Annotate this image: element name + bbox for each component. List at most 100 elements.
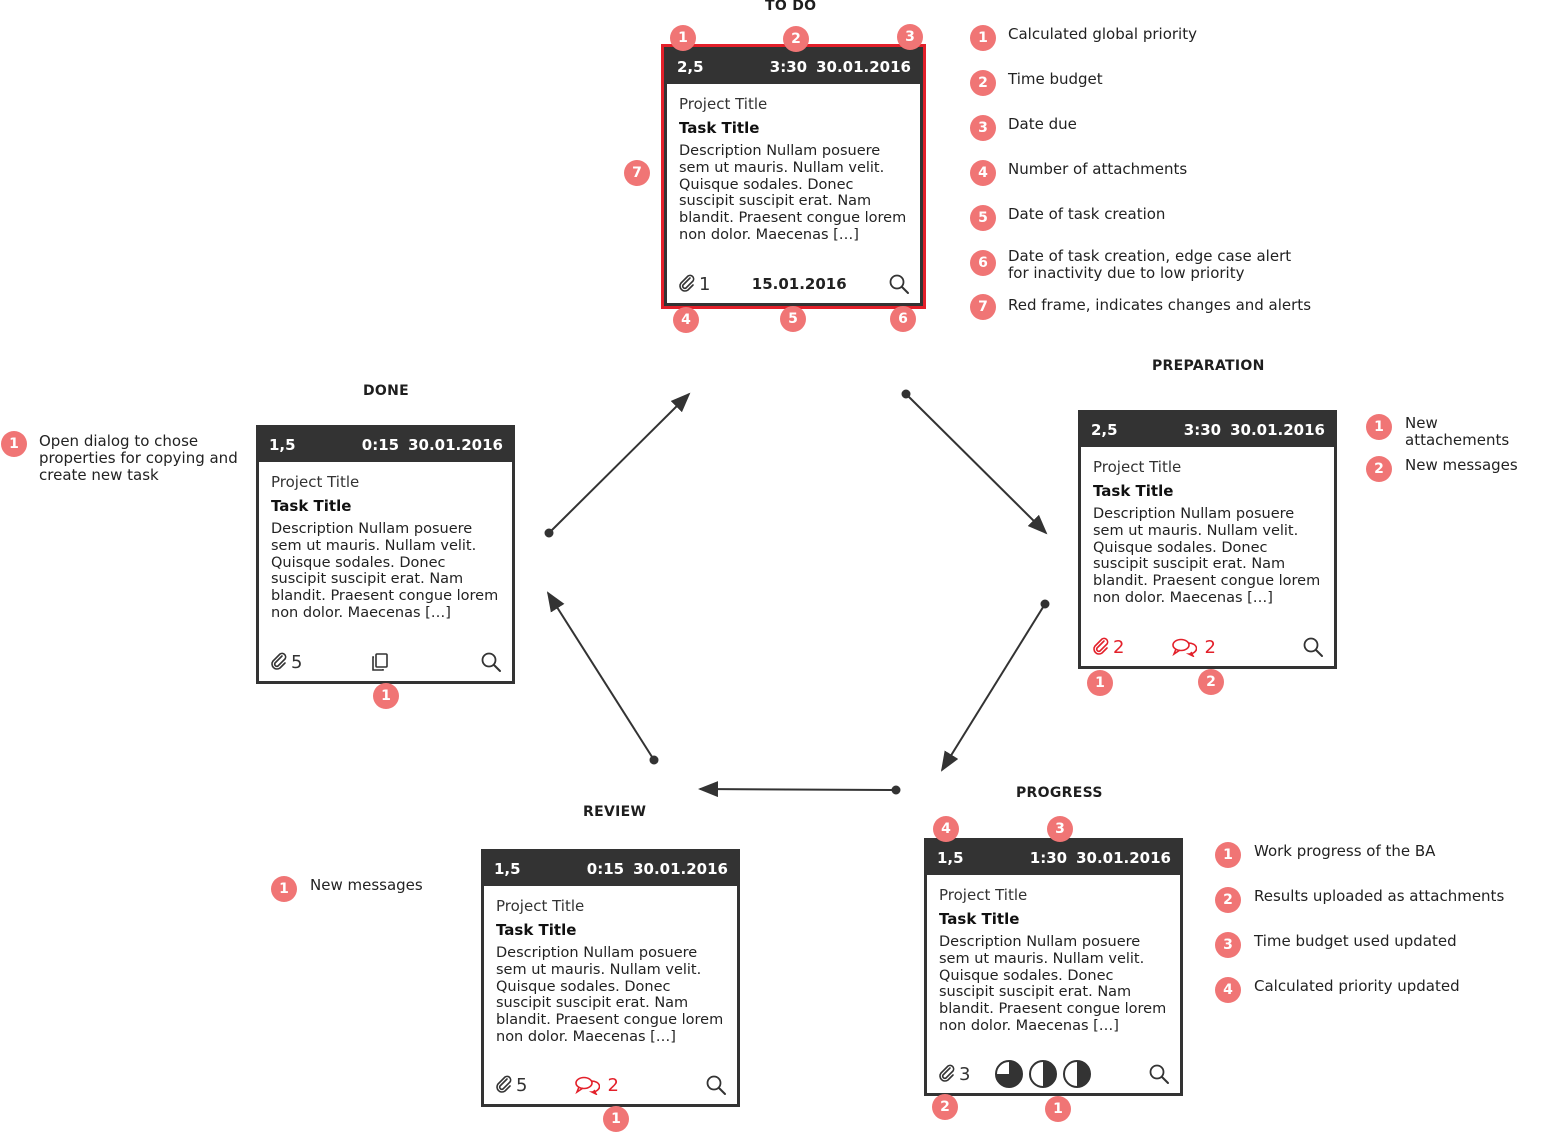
- arrow-preparation-to-progress: [940, 603, 1046, 772]
- project-title: Project Title: [271, 473, 360, 491]
- badge-todo-frame: 7: [624, 160, 650, 186]
- legend-badge: 1: [271, 876, 297, 902]
- task-description: Description Nullam posuere sem ut mauris…: [1093, 506, 1321, 606]
- task-card-preparation[interactable]: 2,5 3:30 30.01.2016 Project Title Task T…: [1078, 410, 1337, 669]
- attachments-button[interactable]: 5: [269, 652, 302, 673]
- project-title: Project Title: [1093, 458, 1182, 476]
- task-description: Description Nullam posuere sem ut mauris…: [679, 143, 907, 243]
- attachments-button[interactable]: 1: [677, 274, 710, 295]
- badge-todo-search: 6: [890, 306, 916, 332]
- search-icon[interactable]: [480, 651, 502, 673]
- attachment-count: 1: [699, 273, 711, 295]
- arrow-todo-to-preparation: [905, 393, 1048, 535]
- progress-pie-fill: [1077, 1061, 1091, 1087]
- arrow-progress-to-review: [698, 781, 897, 798]
- priority-value: 1,5: [494, 860, 521, 878]
- due-date: 30.01.2016: [633, 860, 728, 878]
- copy-icon[interactable]: [369, 651, 391, 673]
- badge-todo-attachments: 4: [673, 307, 699, 333]
- legend-text: Calculated priority updated: [1254, 977, 1460, 995]
- legend-text: Date of task creation, edge case alert f…: [1008, 247, 1292, 282]
- section-title-done: DONE: [363, 383, 410, 399]
- attachments-button[interactable]: 3: [937, 1064, 970, 1085]
- task-title: Task Title: [1093, 482, 1174, 500]
- messages-button[interactable]: 2: [1171, 637, 1216, 658]
- due-date: 30.01.2016: [1076, 849, 1171, 867]
- legend-badge: 4: [970, 160, 996, 186]
- project-title: Project Title: [939, 886, 1028, 904]
- arrow-review-to-done: [546, 591, 655, 761]
- badge-progress-work: 1: [1045, 1096, 1071, 1122]
- search-icon[interactable]: [1302, 636, 1324, 658]
- badge-progress-budget: 3: [1047, 816, 1073, 842]
- progress-pie-fill: [996, 1061, 1023, 1087]
- creation-date: 15.01.2016: [751, 275, 847, 293]
- message-count: 2: [1204, 636, 1216, 658]
- card-header: 1,5 0:15 30.01.2016: [484, 852, 737, 886]
- search-icon[interactable]: [1148, 1063, 1170, 1085]
- task-card-review[interactable]: 1,5 0:15 30.01.2016 Project Title Task T…: [481, 849, 740, 1107]
- project-title: Project Title: [679, 95, 768, 113]
- legend-badge: 2: [970, 70, 996, 96]
- legend-text: Calculated global priority: [1008, 25, 1197, 43]
- message-count: 2: [607, 1074, 619, 1096]
- task-card-progress[interactable]: 1,5 1:30 30.01.2016 Project Title Task T…: [924, 838, 1183, 1096]
- badge-progress-attachments: 2: [932, 1094, 958, 1120]
- task-card-todo[interactable]: 2,5 3:30 30.01.2016 Project Title Task T…: [661, 44, 926, 309]
- arrow-done-to-todo: [548, 392, 691, 534]
- priority-value: 2,5: [677, 58, 704, 76]
- search-icon[interactable]: [888, 273, 910, 295]
- paperclip-icon: [1093, 637, 1109, 655]
- search-icon[interactable]: [705, 1074, 727, 1096]
- chat-bubbles-icon: [1171, 638, 1197, 657]
- legend-text: New messages: [310, 876, 423, 894]
- attachments-button[interactable]: 2: [1091, 637, 1124, 658]
- section-title-preparation: PREPARATION: [1152, 358, 1265, 374]
- legend-badge: 2: [1215, 887, 1241, 913]
- legend-badge: 3: [970, 115, 996, 141]
- legend-text: Date due: [1008, 115, 1077, 133]
- progress-pie-fill: [1043, 1061, 1057, 1087]
- progress-pie-icon: [995, 1060, 1024, 1088]
- legend-text: Time budget: [1008, 70, 1103, 88]
- attachment-count: 5: [291, 651, 303, 673]
- section-title-review: REVIEW: [583, 804, 647, 820]
- card-header: 1,5 1:30 30.01.2016: [927, 841, 1180, 875]
- task-title: Task Title: [939, 910, 1020, 928]
- legend-badge: 1: [1215, 842, 1241, 868]
- task-title: Task Title: [496, 921, 577, 939]
- legend-badge: 6: [970, 250, 996, 276]
- card-header: 2,5 3:30 30.01.2016: [667, 50, 920, 84]
- legend-text: Date of task creation: [1008, 205, 1166, 223]
- legend-text: New messages: [1405, 456, 1518, 474]
- legend-text: Open dialog to chose properties for copy…: [39, 432, 238, 484]
- work-progress-indicators: [994, 1059, 1092, 1089]
- due-date: 30.01.2016: [408, 436, 503, 454]
- legend-badge: 1: [1366, 414, 1392, 440]
- card-header: 2,5 3:30 30.01.2016: [1081, 413, 1334, 447]
- task-title: Task Title: [271, 497, 352, 515]
- paperclip-icon: [271, 652, 287, 670]
- legend-text: Work progress of the BA: [1254, 842, 1436, 860]
- task-description: Description Nullam posuere sem ut mauris…: [271, 521, 499, 621]
- progress-pie-icon: [1029, 1060, 1058, 1088]
- attachments-button[interactable]: 5: [494, 1075, 527, 1096]
- task-description: Description Nullam posuere sem ut mauris…: [939, 934, 1167, 1034]
- section-title-todo: TO DO: [765, 0, 817, 14]
- badge-done-copy: 1: [373, 683, 399, 709]
- legend-badge: 7: [970, 294, 996, 320]
- legend-text: Time budget used updated: [1254, 932, 1457, 950]
- time-budget: 1:30: [1029, 849, 1068, 867]
- time-budget: 3:30: [769, 58, 808, 76]
- badge-preparation-messages: 2: [1198, 669, 1224, 695]
- priority-value: 1,5: [937, 849, 964, 867]
- task-card-done[interactable]: 1,5 0:15 30.01.2016 Project Title Task T…: [256, 425, 515, 684]
- paperclip-icon: [496, 1075, 512, 1093]
- legend-text: Results uploaded as attachments: [1254, 887, 1505, 905]
- legend-badge: 5: [970, 205, 996, 231]
- section-title-progress: PROGRESS: [1016, 785, 1103, 801]
- card-header: 1,5 0:15 30.01.2016: [259, 428, 512, 462]
- messages-button[interactable]: 2: [574, 1075, 619, 1096]
- task-description: Description Nullam posuere sem ut mauris…: [496, 945, 724, 1045]
